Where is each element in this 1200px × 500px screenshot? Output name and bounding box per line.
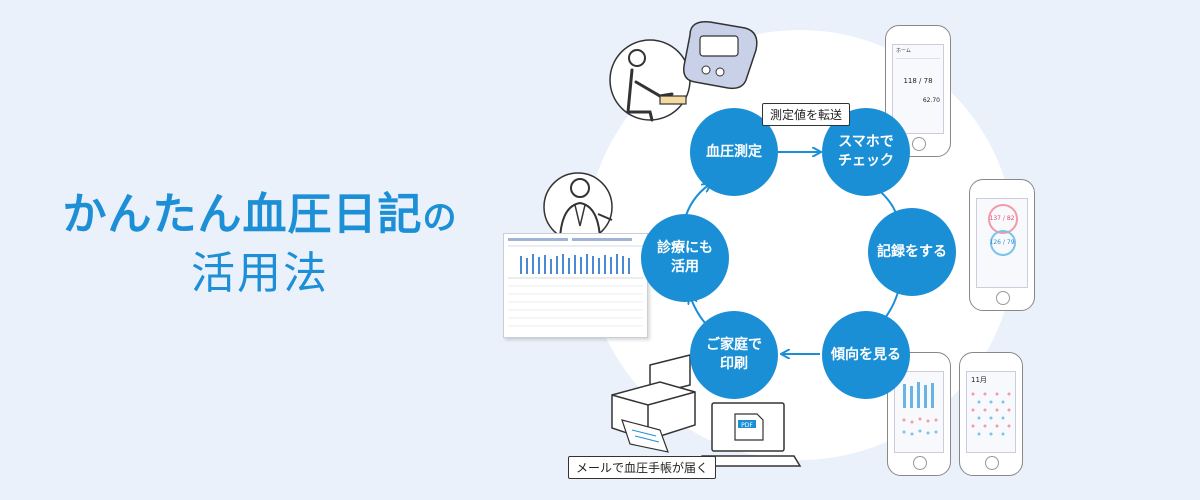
measuring-person-icon xyxy=(609,39,691,122)
phone-home-weight: 62.70 xyxy=(922,97,940,104)
phone-home-reading: 118 / 78 xyxy=(903,77,933,85)
headline-suffix: の xyxy=(422,198,458,238)
phone-home-title: ホーム xyxy=(896,48,911,54)
phone-record-bottom-value: 126 / 79 xyxy=(989,239,1015,246)
phone-calendar-display: 11月 xyxy=(966,371,1016,453)
printer-icon xyxy=(611,354,696,453)
doctor-icon xyxy=(543,172,613,242)
transfer-label: 測定値を転送 xyxy=(762,103,851,126)
blood-pressure-monitor-icon xyxy=(682,21,758,90)
phone-record-button-icon xyxy=(996,291,1010,305)
node-check: スマホで チェック xyxy=(822,108,910,196)
phone-calendar-screen: 11月 xyxy=(959,352,1023,476)
record-gauge-icon xyxy=(988,204,1018,256)
phone-home-display: ホーム 118 / 78 62.70 xyxy=(892,44,944,134)
node-trend: 傾向を見る xyxy=(822,311,910,399)
phone-calendar-button-icon xyxy=(985,456,999,470)
node-print: ご家庭で 印刷 xyxy=(690,311,778,399)
report-chart-icon xyxy=(508,238,643,327)
pdf-tag: PDF xyxy=(741,422,753,429)
phone-calendar-month: 11月 xyxy=(971,376,987,384)
headline-line2: 活用法 xyxy=(191,248,329,299)
phone-home-button-icon xyxy=(912,137,926,151)
phone-home-screen: ホーム 118 / 78 62.70 xyxy=(885,25,951,157)
phone-trend-button-icon xyxy=(913,456,927,470)
blood-pressure-report-sheet xyxy=(503,233,648,338)
node-record: 記録をする xyxy=(868,208,956,296)
phone-trend-display xyxy=(894,371,944,453)
trend-chart-icon xyxy=(902,382,938,436)
phone-record-display: 137 / 82 126 / 79 xyxy=(976,198,1028,288)
calendar-grid-icon xyxy=(971,392,1011,436)
headline: かんたん血圧日記の 活用法 xyxy=(30,188,490,303)
headline-line1: かんたん血圧日記の xyxy=(30,188,490,245)
node-clinic: 診療にも 活用 xyxy=(641,214,729,302)
mail-label: メールで血圧手帳が届く xyxy=(568,456,717,479)
node-measure: 血圧測定 xyxy=(690,108,778,196)
phone-record-top-value: 137 / 82 xyxy=(989,215,1015,222)
headline-main: かんたん血圧日記 xyxy=(62,189,423,240)
phone-record-screen: 137 / 82 126 / 79 xyxy=(969,179,1035,311)
laptop-icon: PDF xyxy=(694,402,802,467)
